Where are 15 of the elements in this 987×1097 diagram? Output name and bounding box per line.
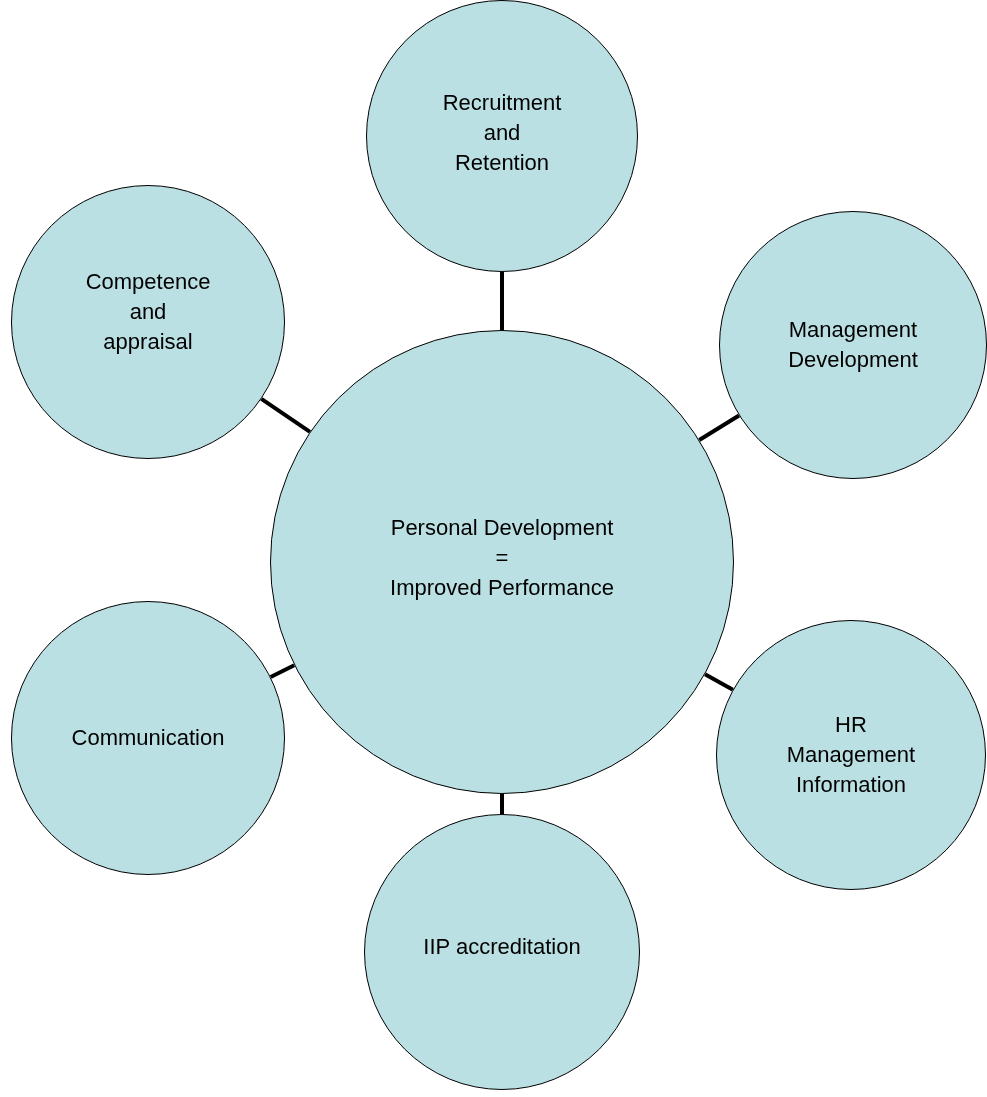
connector-line bbox=[704, 672, 734, 692]
connector-line bbox=[500, 794, 504, 814]
topic-label: Management Development bbox=[787, 316, 919, 374]
topic-label: Recruitment and Retention bbox=[441, 89, 563, 177]
connector-line bbox=[260, 397, 312, 434]
topic-label: Competence and appraisal bbox=[84, 268, 212, 356]
connector-line bbox=[698, 413, 741, 442]
topic-label: Personal Development bbox=[389, 514, 615, 542]
topic-label: IIP accreditation bbox=[422, 933, 582, 961]
topic-label: Communication bbox=[70, 724, 226, 752]
topic-label: = bbox=[494, 544, 510, 572]
connector-line bbox=[500, 272, 504, 330]
topic-label: Improved Performance bbox=[389, 574, 615, 602]
topic-label: HR Management Information bbox=[785, 711, 917, 799]
connector-line bbox=[269, 663, 296, 679]
